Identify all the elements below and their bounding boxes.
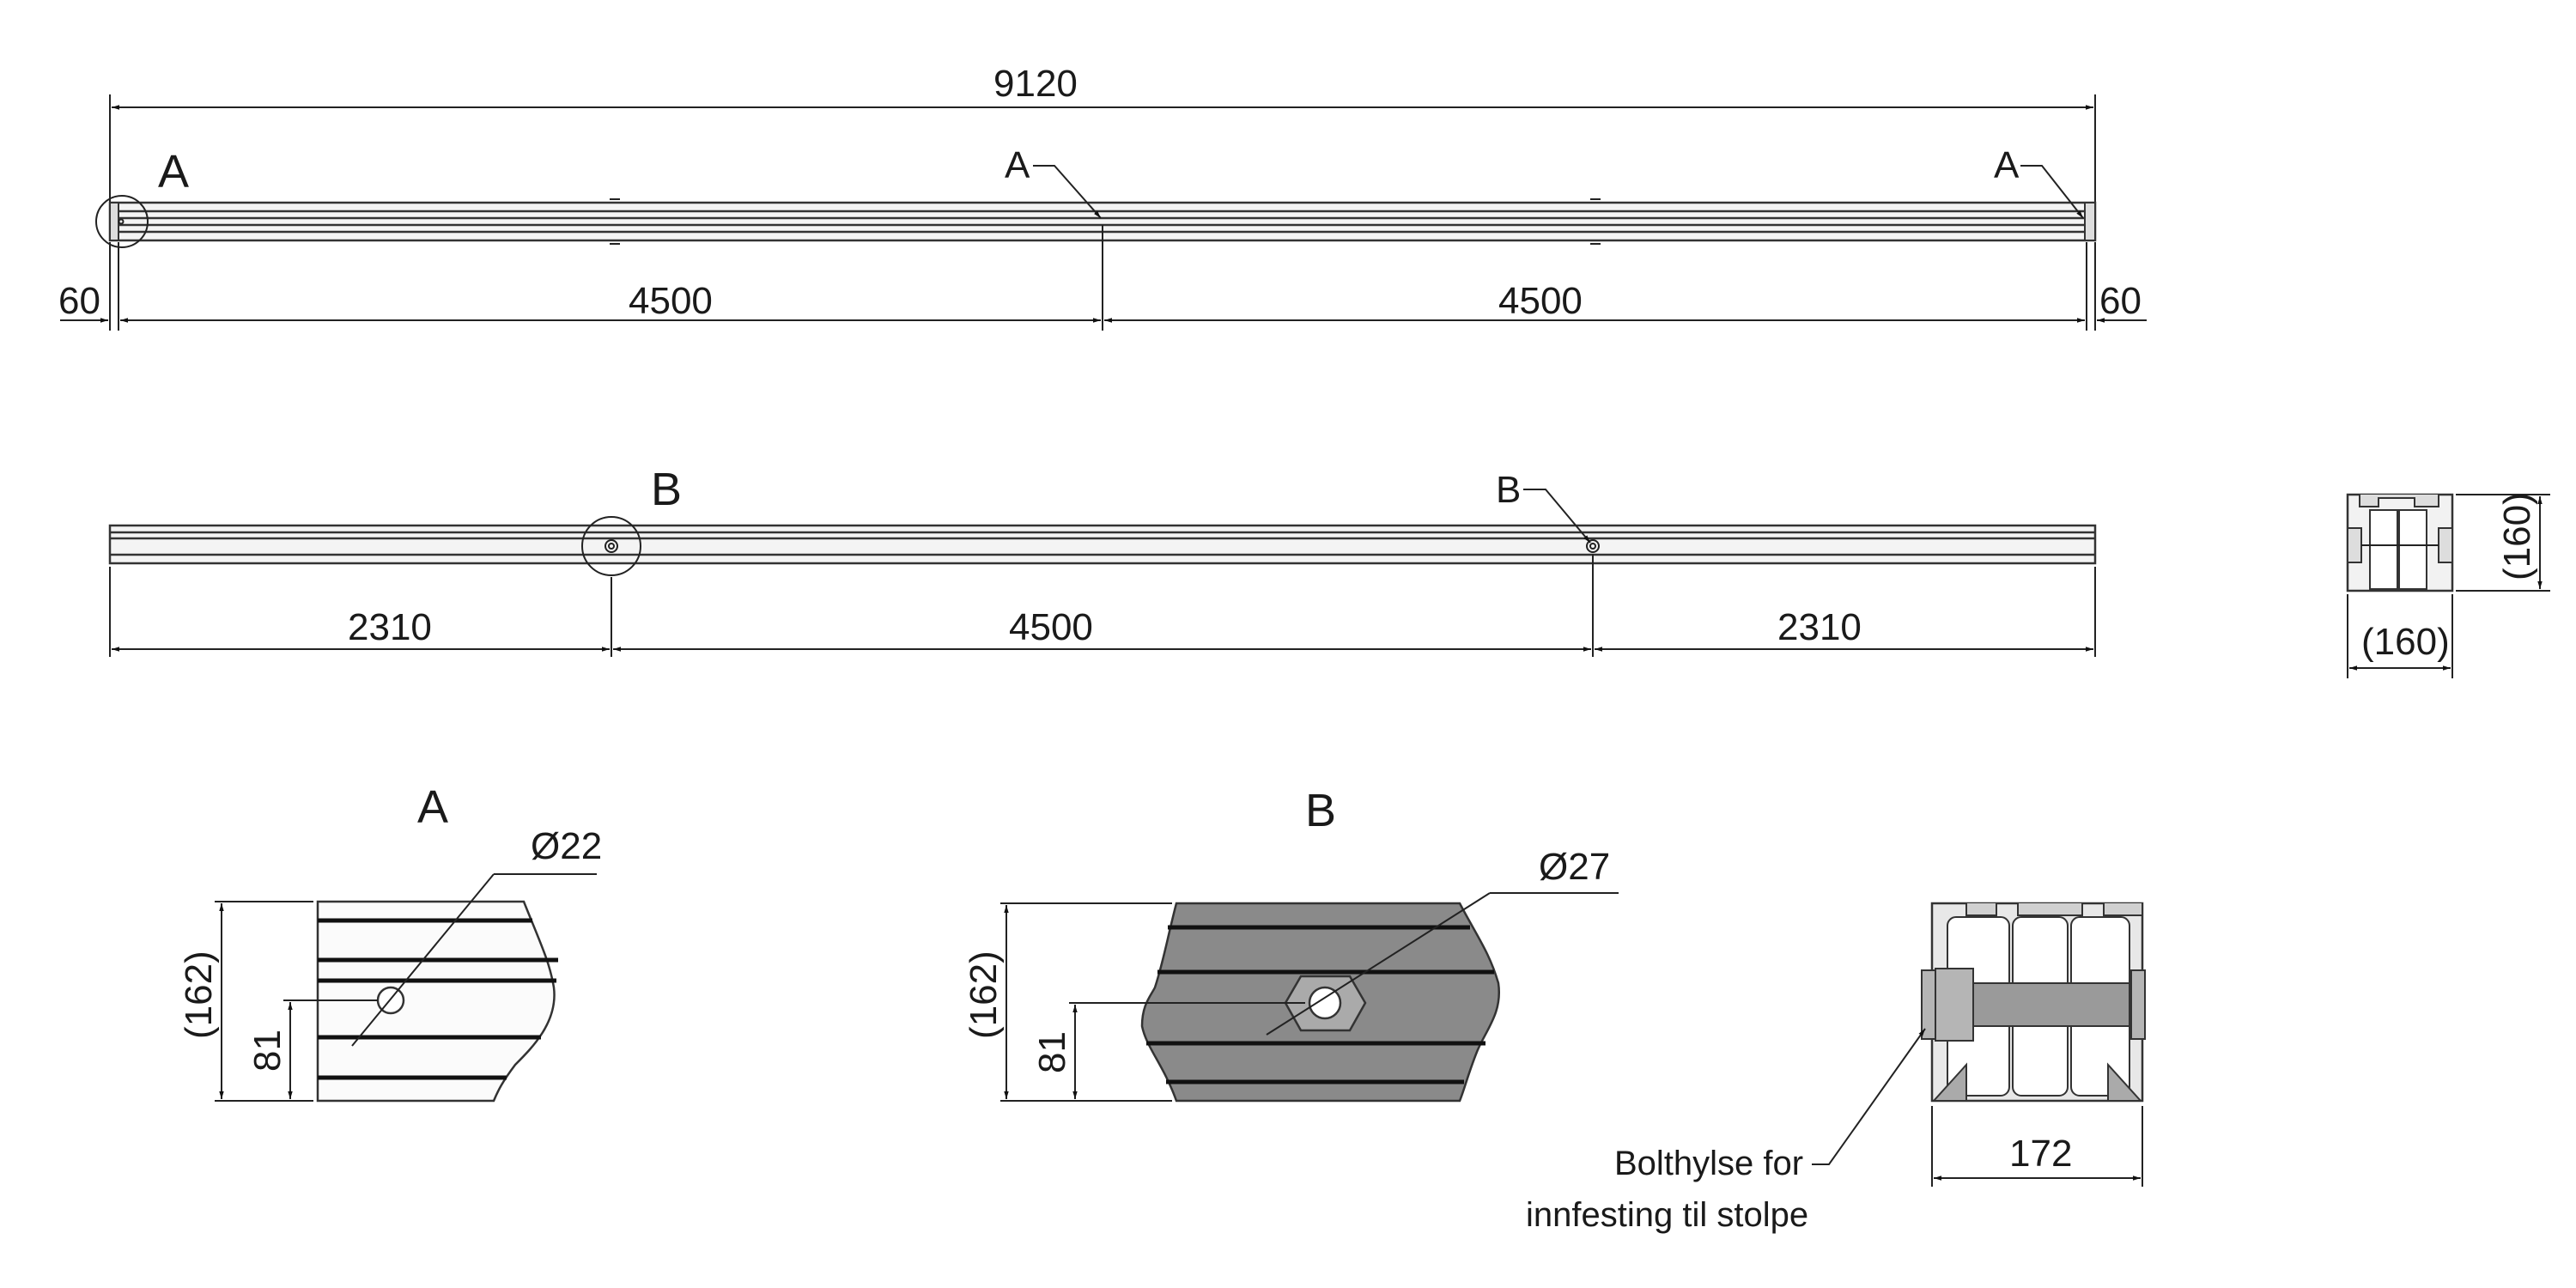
bolt-sleeve-note-line2: innfesting til stolpe bbox=[1526, 1196, 1808, 1234]
detail-a-circle bbox=[95, 195, 149, 248]
span-right-dim: 4500 bbox=[1498, 280, 1583, 322]
end-view-small: (160) (160) bbox=[2346, 492, 2550, 678]
detail-b-half-height: 81 bbox=[1031, 1031, 1073, 1073]
left-end-dim: 60 bbox=[58, 280, 100, 322]
marker-a-right: A bbox=[1994, 144, 2020, 186]
detail-b-diameter: Ø27 bbox=[1539, 846, 1610, 888]
detail-b: B Ø27 (162) 81 bbox=[963, 785, 1619, 1103]
detail-a-half-height: 81 bbox=[246, 1030, 289, 1072]
span-left-dim: 4500 bbox=[629, 280, 713, 322]
detail-a-diameter: Ø22 bbox=[531, 825, 602, 867]
side-span-right-dim: 2310 bbox=[1777, 606, 1862, 648]
marker-b-right: B bbox=[1496, 469, 1521, 511]
bolt-sleeve bbox=[1947, 982, 2130, 1027]
detail-b-height: (162) bbox=[963, 951, 1005, 1039]
section-view: 172 Bolthylse for innfesting til stolpe bbox=[1526, 902, 2146, 1234]
overall-length-label: 9120 bbox=[993, 63, 1078, 105]
bolt-sleeve-note-line1: Bolthylse for bbox=[1614, 1145, 1803, 1182]
marker-a-right-leader bbox=[2020, 165, 2084, 219]
side-span-left-dim: 2310 bbox=[348, 606, 432, 648]
side-beam bbox=[108, 524, 2097, 565]
bolt-sleeve-leader bbox=[1812, 1028, 1926, 1165]
top-view: 9120 A A A bbox=[58, 63, 2147, 331]
top-beam bbox=[108, 198, 2097, 245]
side-span-mid-dim: 4500 bbox=[1009, 606, 1093, 648]
side-view: B B 2310 4500 2310 bbox=[108, 464, 2097, 657]
detail-a-height: (162) bbox=[178, 951, 220, 1039]
detail-a-callout: A bbox=[158, 146, 189, 197]
end-view-width-dim: (160) bbox=[2361, 621, 2450, 663]
detail-a: A Ø22 (162) 81 bbox=[178, 781, 602, 1103]
right-end-dim: 60 bbox=[2099, 280, 2142, 322]
detail-b-callout: B bbox=[651, 464, 682, 515]
marker-a-mid: A bbox=[1005, 144, 1030, 186]
detail-b-hole bbox=[1308, 986, 1342, 1020]
marker-b-right-leader bbox=[1523, 489, 1591, 544]
end-view-height-dim: (160) bbox=[2496, 492, 2538, 580]
marker-a-mid-leader bbox=[1033, 165, 1102, 219]
detail-b-circle bbox=[581, 516, 641, 576]
section-width-dim: 172 bbox=[2009, 1133, 2072, 1175]
detail-b-title: B bbox=[1305, 785, 1336, 836]
detail-a-title: A bbox=[417, 781, 448, 833]
